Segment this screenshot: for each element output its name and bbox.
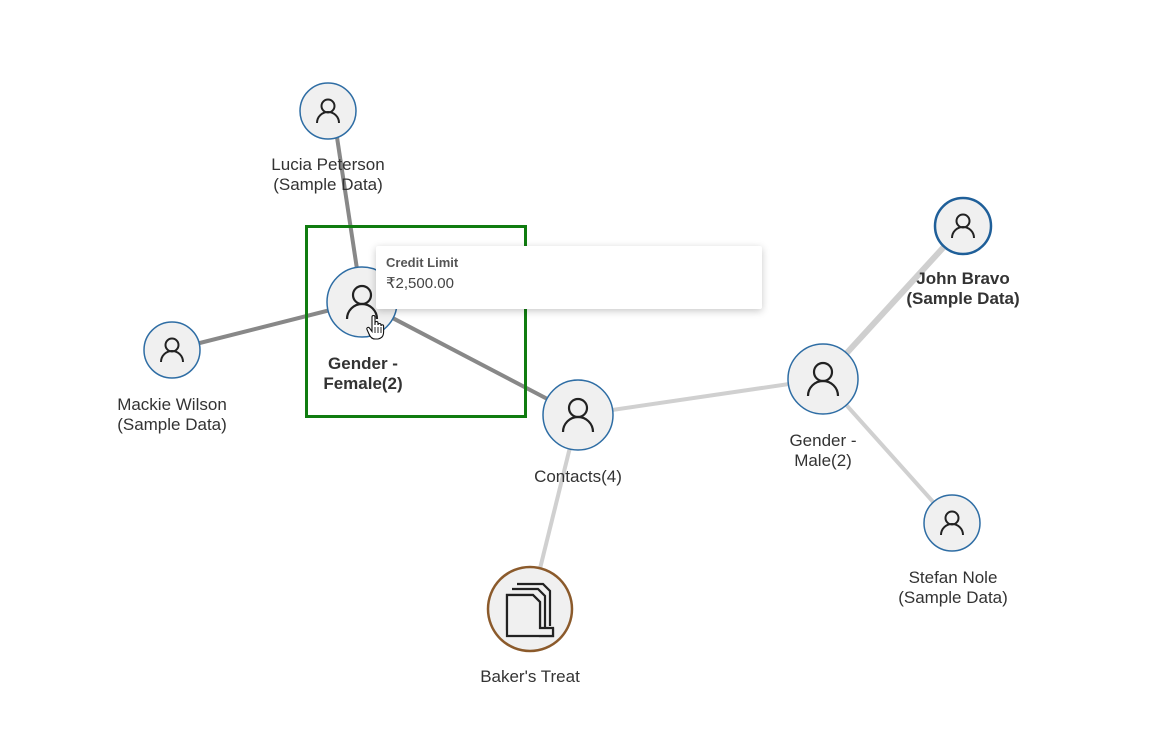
label-name: Lucia Peterson — [271, 155, 385, 174]
person-icon — [561, 397, 595, 433]
node-stefan-nole[interactable] — [923, 494, 981, 552]
person-icon — [316, 98, 340, 124]
label-lucia-peterson: Lucia Peterson (Sample Data) — [271, 155, 384, 195]
hand-pointer-icon — [366, 315, 385, 340]
label-name: Contacts(4) — [534, 467, 622, 486]
person-icon — [806, 361, 840, 397]
label-name: Baker's Treat — [480, 667, 580, 686]
label-subtitle: Male(2) — [794, 451, 852, 470]
label-contacts: Contacts(4) — [534, 467, 622, 487]
person-icon — [940, 510, 964, 536]
person-icon — [160, 337, 184, 363]
label-stefan-nole: Stefan Nole (Sample Data) — [898, 568, 1008, 608]
tooltip-label: Credit Limit — [386, 255, 459, 270]
label-name: Gender - — [789, 431, 857, 450]
edge-contacts-male — [577, 377, 824, 417]
label-bakers-treat: Baker's Treat — [480, 667, 580, 687]
node-bakers-treat[interactable] — [486, 565, 574, 653]
label-name: Mackie Wilson — [117, 395, 227, 414]
person-icon — [951, 213, 975, 239]
node-tooltip: Credit Limit ₹2,500.00 — [376, 246, 762, 309]
label-subtitle: (Sample Data) — [898, 588, 1008, 607]
node-mackie-wilson[interactable] — [143, 321, 201, 379]
label-name: Stefan Nole — [908, 568, 998, 587]
label-gender-female: Gender - Female(2) — [323, 354, 402, 394]
label-gender-male: Gender - Male(2) — [789, 431, 856, 471]
edge-female-contacts — [361, 300, 579, 417]
label-john-bravo: John Bravo (Sample Data) — [906, 269, 1019, 309]
person-icon — [345, 284, 379, 320]
label-subtitle: (Sample Data) — [117, 415, 227, 434]
label-mackie-wilson: Mackie Wilson (Sample Data) — [117, 395, 227, 435]
label-name: Gender - — [328, 354, 398, 373]
label-name: John Bravo — [916, 269, 1010, 288]
label-subtitle: Female(2) — [323, 374, 403, 393]
tooltip-value: ₹2,500.00 — [386, 275, 454, 292]
node-contacts[interactable] — [542, 379, 614, 451]
folder-stack-icon — [505, 582, 555, 638]
node-gender-male[interactable] — [787, 343, 859, 415]
node-lucia-peterson[interactable] — [299, 82, 357, 140]
label-subtitle: (Sample Data) — [906, 289, 1020, 308]
label-subtitle: (Sample Data) — [273, 175, 383, 194]
node-john-bravo[interactable] — [933, 196, 993, 256]
